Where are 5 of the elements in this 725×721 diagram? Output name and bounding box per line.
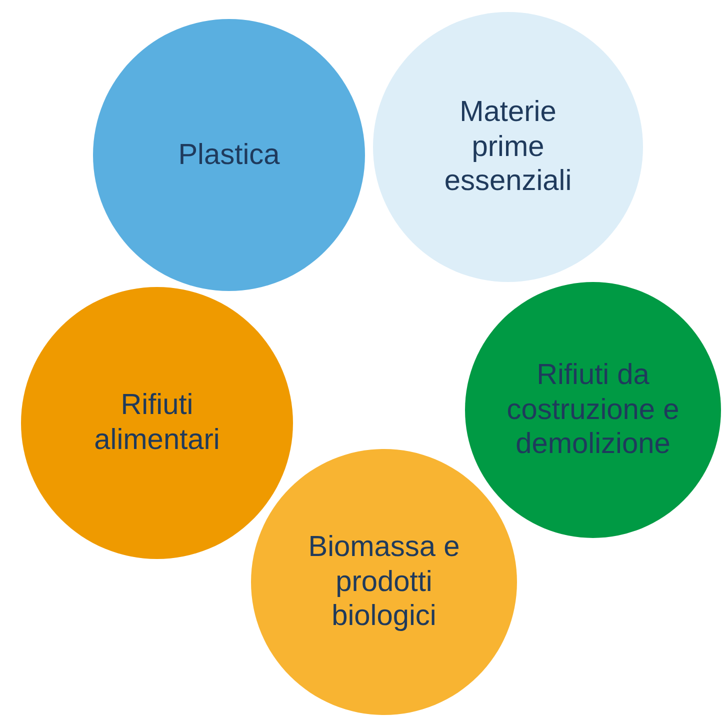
topic-label: Plastica (177, 138, 281, 172)
topic-label: Biomassa e prodotti biologici (307, 530, 461, 634)
topic-label: Rifiuti alimentari (93, 388, 221, 458)
topic-label: Materie prime essenziali (443, 94, 573, 200)
topic-label: Rifiuti da costruzione e demolizione (506, 358, 680, 462)
